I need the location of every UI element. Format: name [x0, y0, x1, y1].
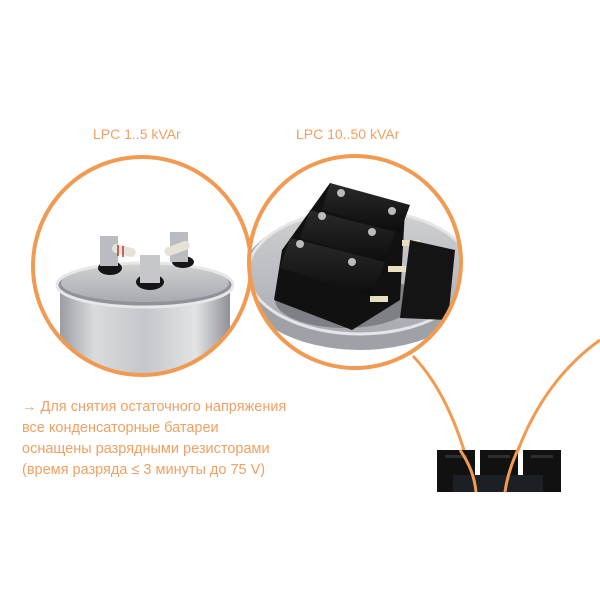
discharge-note: → Для снятия остаточного напряжения все … [22, 397, 286, 481]
product-image-partial [437, 450, 561, 492]
highlight-circle-right [247, 154, 463, 370]
note-line-2: все конденсаторные батареи [22, 420, 219, 436]
arrow-right-icon: → [22, 399, 37, 415]
note-line-3: оснащены разрядными резисторами [22, 441, 270, 457]
product-label-lpc-1-5: LPC 1..5 kVAr [93, 126, 181, 142]
product-image-lpc-10-50 [250, 157, 460, 367]
product-label-lpc-10-50: LPC 10..50 kVAr [296, 126, 400, 142]
note-line-4: (время разряда ≤ 3 минуты до 75 V) [22, 462, 266, 478]
note-line-1: → Для снятия остаточного напряжения [22, 399, 287, 415]
product-image-lpc-1-5 [34, 158, 250, 374]
